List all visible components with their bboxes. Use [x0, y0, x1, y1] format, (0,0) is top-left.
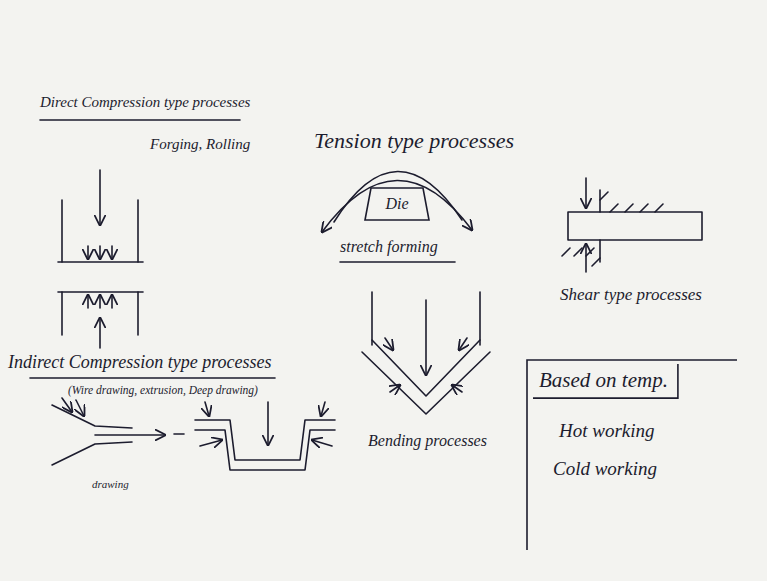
node-heading: Die	[385, 195, 408, 213]
panel-border	[527, 360, 737, 550]
wire-drawing-die	[52, 398, 184, 465]
example-list: Forging, Rolling	[150, 136, 250, 153]
heading: Tension type processes	[314, 128, 514, 153]
node-heading: Based on temp.	[539, 368, 668, 392]
heading: Indirect Compression type processes	[8, 352, 271, 373]
process-name: Bending processes	[368, 432, 487, 450]
compression-dies	[58, 170, 143, 348]
temperature-panel: Based on temp. Hot workingCold working	[527, 360, 737, 550]
process-name: drawing	[92, 478, 129, 491]
process-name: Shear type processes	[560, 285, 702, 305]
heading-box	[533, 364, 678, 398]
die-block: Die	[365, 188, 429, 220]
example-list: (Wire drawing, extrusion, Deep drawing)	[68, 384, 258, 397]
bending-die	[362, 292, 490, 414]
stretch-sheet	[322, 171, 472, 232]
process-name: stretch forming	[340, 238, 438, 256]
heading: Direct Compression type processes	[40, 94, 250, 111]
shear-sketch	[562, 178, 702, 272]
node-item: Hot working	[559, 420, 655, 442]
underlines	[30, 120, 455, 378]
node-item: Cold working	[553, 458, 657, 480]
deep-drawing-cup	[195, 402, 335, 470]
